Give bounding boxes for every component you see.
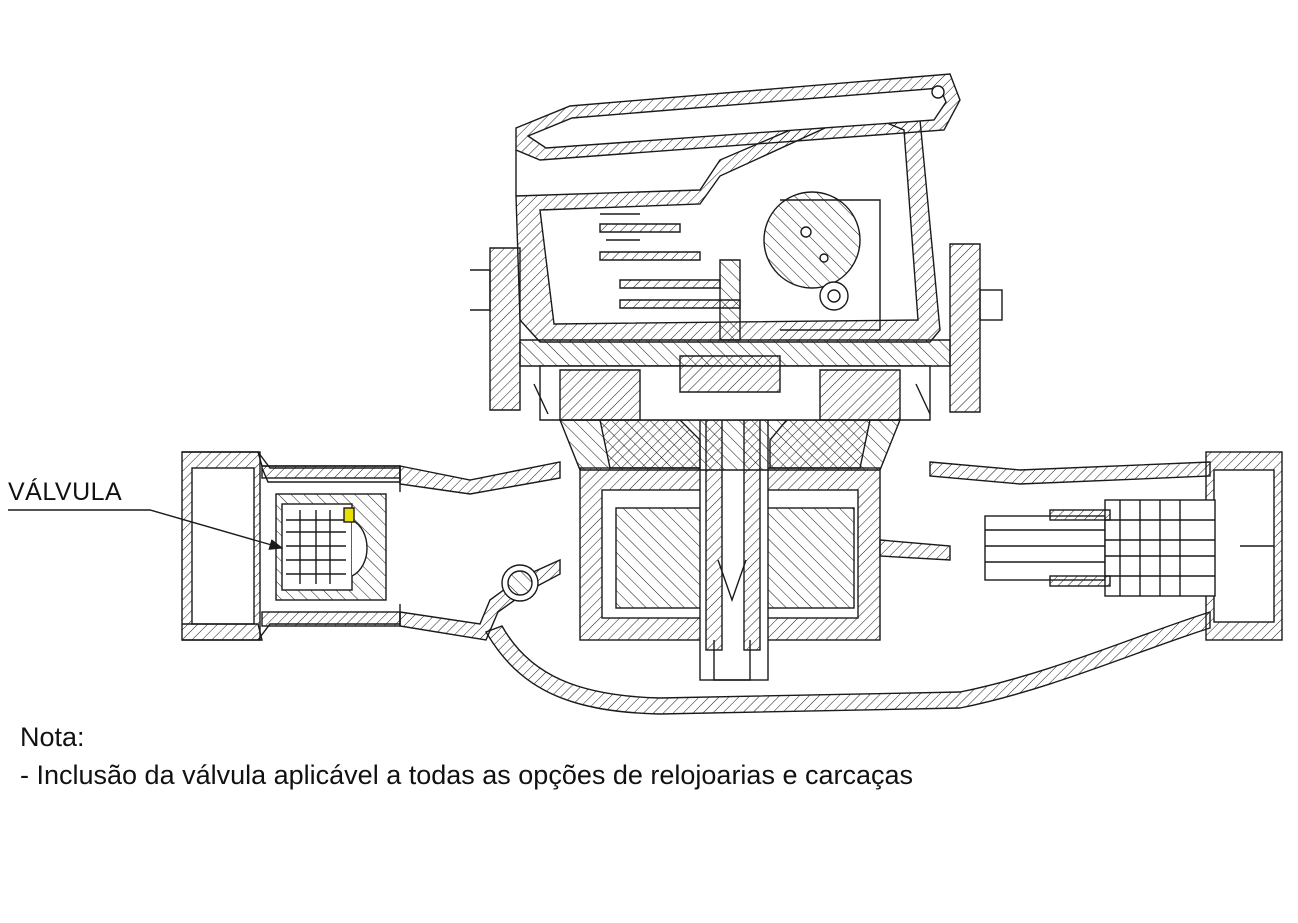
register-housing: [489, 243, 981, 421]
valve-callout-label: VÁLVULA: [8, 478, 123, 506]
note-title: Nota:: [20, 722, 85, 752]
valve-callout-leader: [8, 509, 284, 550]
outlet-strainer: [984, 499, 1216, 597]
note-text: - Inclusão da válvula aplicável a todas …: [20, 760, 914, 790]
side-nozzle: [470, 269, 1003, 321]
pipe-wall-right: [879, 461, 1211, 561]
register-lid: [515, 73, 961, 196]
check-valve: [275, 493, 387, 601]
register-gears: [599, 191, 881, 341]
outlet-body: [1205, 451, 1283, 641]
pipe-wall-left: [399, 461, 561, 641]
